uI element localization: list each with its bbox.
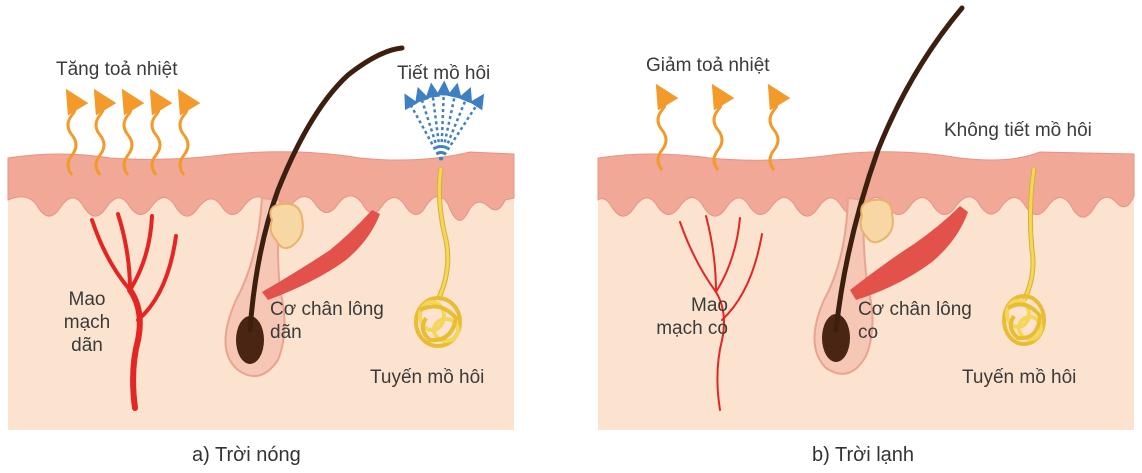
muscle-label-hot: Cơ chân lông dãn bbox=[270, 298, 384, 344]
caption-hot: a) Trời nóng bbox=[192, 444, 301, 467]
gland-label-hot: Tuyến mồ hôi bbox=[370, 366, 484, 389]
heat-label-cold: Giảm toả nhiệt bbox=[646, 54, 770, 77]
sebaceous-gland bbox=[861, 200, 893, 242]
gland-label-cold: Tuyến mồ hôi bbox=[962, 366, 1076, 389]
sweat-gland-coil bbox=[416, 298, 460, 346]
sweat-arrows bbox=[408, 88, 480, 160]
sweat-gland-coil bbox=[1004, 296, 1044, 344]
muscle-label-cold: Cơ chân lông co bbox=[858, 298, 972, 344]
caption-cold: b) Trời lạnh bbox=[812, 444, 914, 467]
sweat-label-hot: Tiết mồ hôi bbox=[397, 62, 490, 85]
capillary-label-hot: Mao mạch dãn bbox=[52, 288, 122, 357]
sweat-label-cold: Không tiết mồ hôi bbox=[944, 119, 1092, 142]
capillary-label-cold: Mao mạch co bbox=[638, 294, 728, 340]
heat-label-hot: Tăng toả nhiệt bbox=[56, 58, 177, 81]
